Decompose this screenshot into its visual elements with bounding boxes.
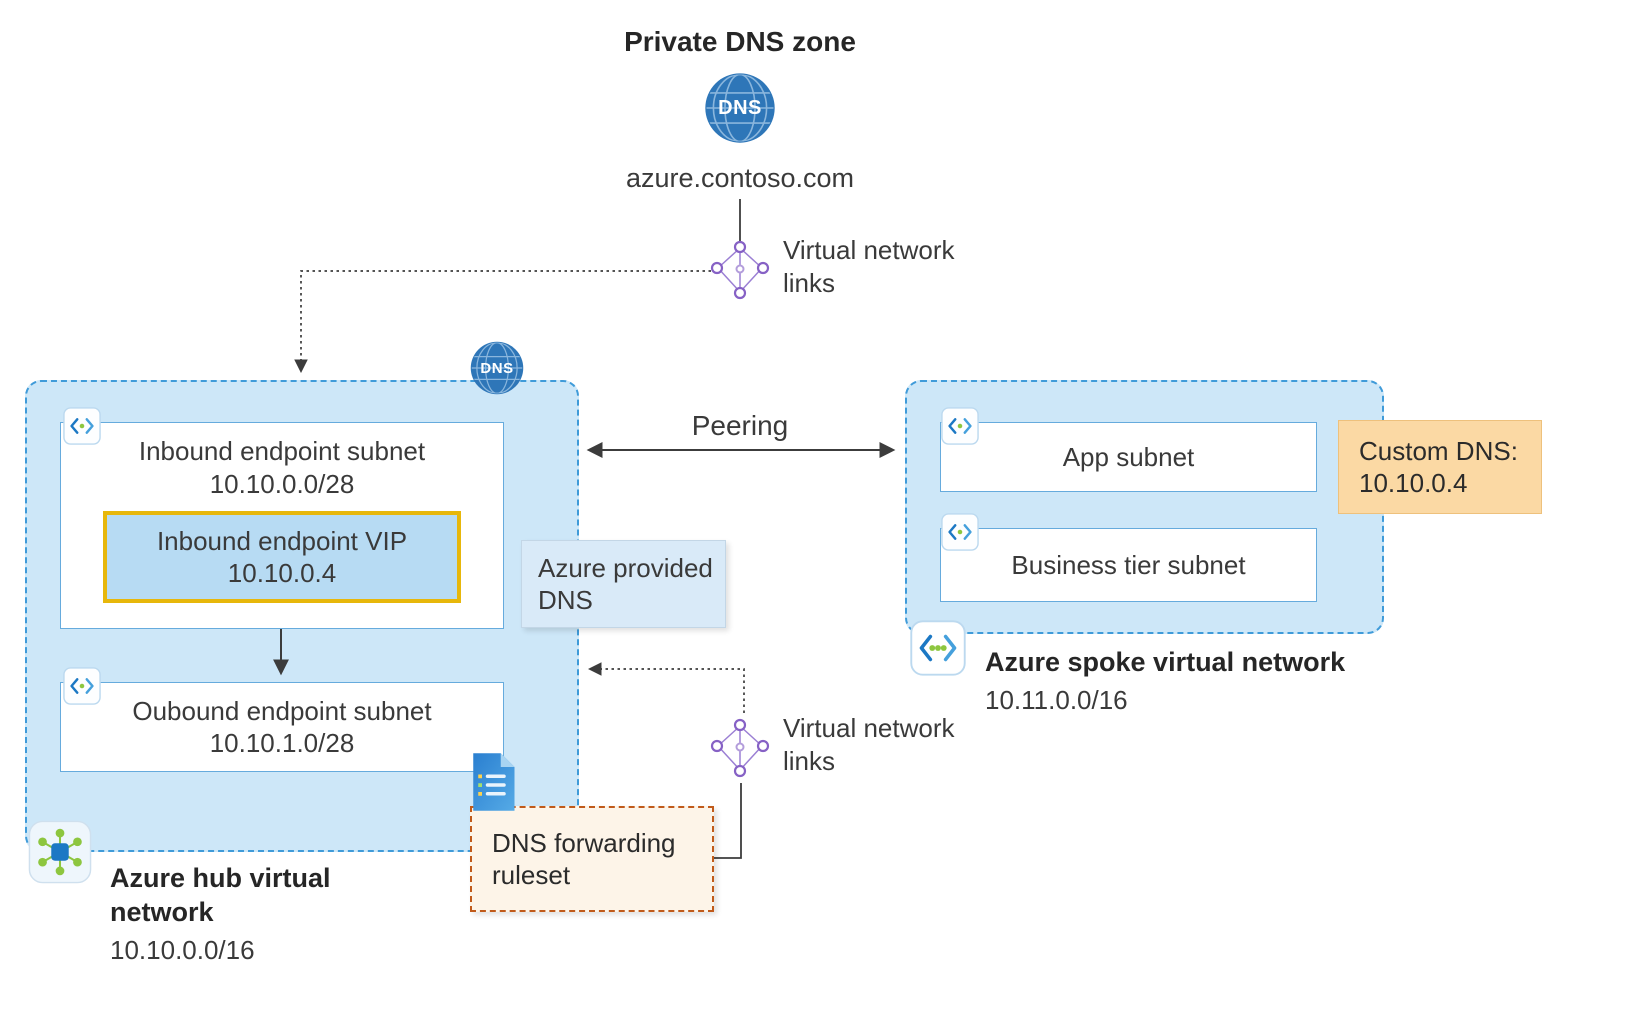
app-subnet-label: App subnet bbox=[1062, 441, 1195, 472]
inbound-endpoint-vip-box: Inbound endpoint VIP 10.10.0.4 bbox=[103, 511, 461, 603]
connector-links-to-ruleset bbox=[713, 783, 742, 859]
custom-dns-note: Custom DNS: 10.10.0.4 bbox=[1338, 420, 1542, 514]
business-subnet-label: Business tier subnet bbox=[1011, 549, 1246, 580]
dns-forwarding-ruleset-label: DNS forwarding ruleset bbox=[492, 827, 676, 891]
app-subnet-icon bbox=[941, 407, 979, 445]
spoke-vnet-icon bbox=[910, 620, 966, 676]
hub-vnet-cidr: 10.10.0.0/16 bbox=[110, 934, 255, 965]
vnet-links-top-label: Virtual network links bbox=[783, 235, 955, 298]
vnet-links-top-icon bbox=[708, 238, 772, 302]
app-subnet-box: App subnet bbox=[940, 422, 1317, 492]
outbound-endpoint-subnet-box: Oubound endpoint subnet 10.10.1.0/28 bbox=[60, 682, 504, 772]
vnet-links-bottom-label: Virtual network links bbox=[783, 713, 955, 776]
business-subnet-icon bbox=[941, 513, 979, 551]
vnet-links-bottom-icon bbox=[708, 716, 772, 780]
hub-vnet-name: Azure hub virtual network bbox=[110, 863, 331, 927]
outbound-subnet-icon bbox=[63, 667, 101, 705]
spoke-vnet-name: Azure spoke virtual network bbox=[985, 647, 1346, 677]
hub-vnet-icon bbox=[28, 820, 92, 884]
azure-provided-dns-label: Azure provided DNS bbox=[538, 552, 713, 616]
spoke-vnet-caption: Azure spoke virtual network 10.11.0.0/16 bbox=[985, 646, 1405, 716]
outbound-subnet-name: Oubound endpoint subnet bbox=[132, 695, 432, 726]
hub-vnet-caption: Azure hub virtual network 10.10.0.0/16 bbox=[110, 862, 350, 966]
connector-links-to-hub-bottom-dotted bbox=[587, 662, 745, 713]
peering-label: Peering bbox=[691, 410, 789, 441]
spoke-vnet-cidr: 10.11.0.0/16 bbox=[985, 684, 1128, 715]
inbound-vip-name: Inbound endpoint VIP bbox=[156, 525, 408, 556]
inbound-subnet-cidr: 10.10.0.0/28 bbox=[209, 468, 355, 499]
inbound-subnet-icon bbox=[63, 407, 101, 445]
custom-dns-label: Custom DNS: bbox=[1359, 435, 1518, 466]
inbound-subnet-name: Inbound endpoint subnet bbox=[138, 436, 426, 466]
azure-provided-dns-note: Azure provided DNS bbox=[521, 540, 726, 628]
dns-forwarding-ruleset-box: DNS forwarding ruleset bbox=[470, 806, 714, 912]
dns-ruleset-document-icon bbox=[466, 752, 518, 812]
dns-icon-label: DNS bbox=[718, 96, 762, 119]
inbound-endpoint-subnet-box: Inbound endpoint subnet 10.10.0.0/28 Inb… bbox=[60, 422, 504, 629]
custom-dns-ip: 10.10.0.4 bbox=[1359, 468, 1468, 498]
inbound-vip-ip: 10.10.0.4 bbox=[227, 558, 337, 588]
private-dns-zone-title: Private DNS zone bbox=[624, 26, 856, 57]
dns-zone-domain: azure.contoso.com bbox=[625, 163, 855, 193]
hub-dns-globe-icon: DNS bbox=[469, 340, 525, 396]
outbound-subnet-cidr: 10.10.1.0/28 bbox=[209, 728, 355, 758]
business-subnet-box: Business tier subnet bbox=[940, 528, 1317, 602]
hub-dns-badge-label: DNS bbox=[480, 359, 514, 377]
dns-zone-globe-icon: DNS bbox=[703, 71, 777, 145]
